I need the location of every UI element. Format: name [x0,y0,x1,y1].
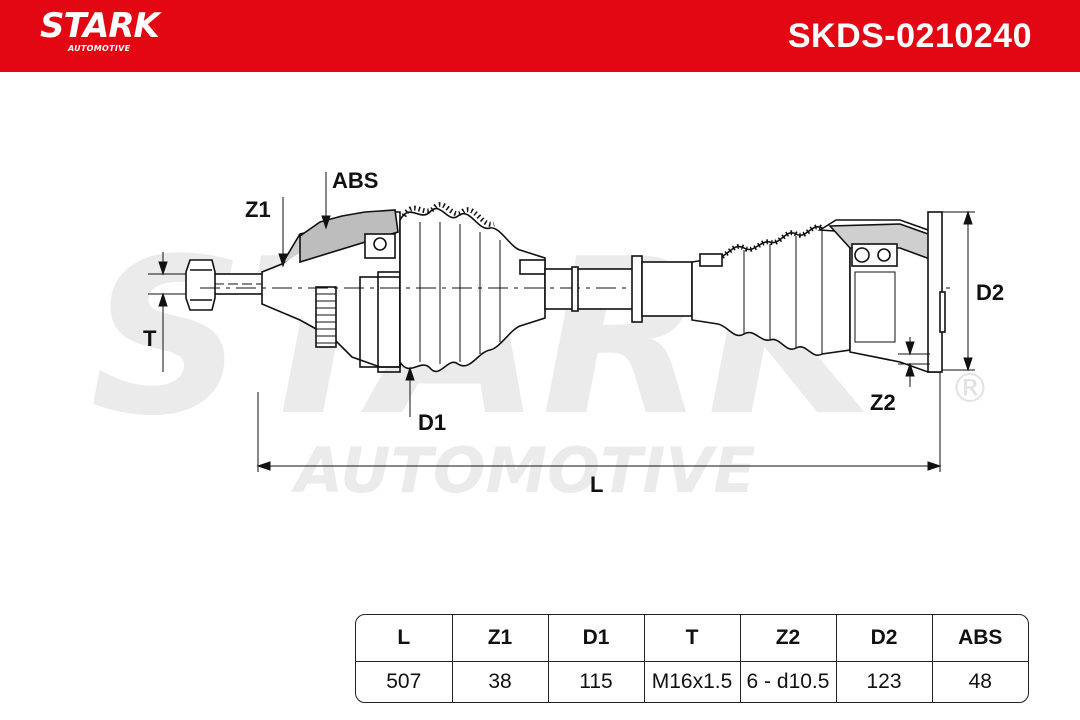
shaft-outline [185,202,950,373]
spec-header-l: L [356,615,453,662]
spec-header-row: L Z1 D1 T Z2 D2 ABS [356,615,1028,662]
label-abs: ABS [332,168,378,193]
header-bar: STARK AUTOMOTIVE SKDS-0210240 [0,0,1080,72]
spec-header-z1: Z1 [452,615,549,662]
spec-header-t: T [644,615,741,662]
spec-header-d1: D1 [548,615,645,662]
abs-ring [315,286,337,348]
spec-value-l: 507 [356,661,453,702]
spec-value-z1: 38 [452,661,549,702]
dimension-lines [148,172,975,472]
label-d1: D1 [418,410,446,435]
spec-value-abs: 48 [968,670,992,693]
outer-boot [399,207,546,373]
label-d2: D2 [976,280,1004,305]
spec-value-row: 507 38 115 M16x1.5 6 - d10.5 123 48 [356,661,1028,702]
stark-logo: STARK AUTOMOTIVE [40,6,160,54]
spec-value-d1: 115 [548,661,645,702]
spec-header-abs: ABS [932,615,1028,662]
label-t: T [143,326,157,351]
watermark-registered: ® [950,366,990,412]
label-l: L [590,472,603,497]
drive-shaft-drawing: STARK AUTOMOTIVE ® [90,168,1004,507]
watermark-sub: AUTOMOTIVE [290,434,756,507]
logo-sub: AUTOMOTIVE [68,44,131,53]
part-number: SKDS-0210240 [787,17,1032,55]
label-z1: Z1 [245,197,271,222]
spec-table: L Z1 D1 T Z2 D2 ABS 507 38 115 M16x1.5 6… [355,614,1029,703]
logo-brand: STARK [40,6,160,46]
hex-nut [185,259,216,311]
spec-header-z2: Z2 [740,615,837,662]
spec-value-z2: 6 - d10.5 [740,661,837,702]
spec-value-d2: 123 [836,661,933,702]
label-z2: Z2 [870,390,896,415]
spec-header-d2: D2 [836,615,933,662]
spec-value-t: M16x1.5 [644,661,741,702]
